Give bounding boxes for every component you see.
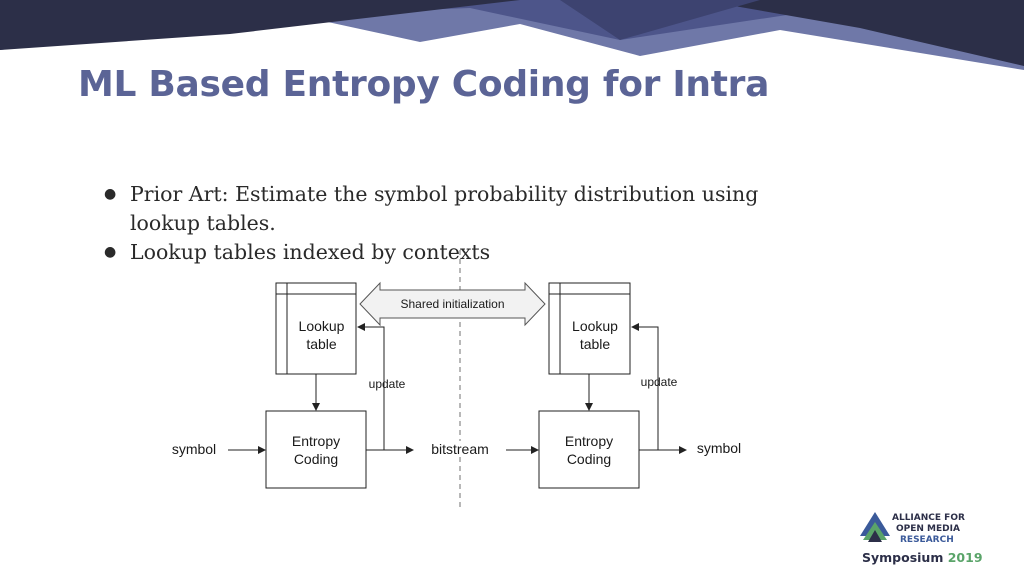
aomedia-research-logo: ALLIANCE FOR OPEN MEDIA RESEARCH Symposi… xyxy=(858,510,983,568)
logo-line4: Symposium 2019 xyxy=(862,550,983,565)
bullet-list: ● Prior Art: Estimate the symbol probabil… xyxy=(104,180,770,267)
right-lookup-label-line1: Lookup xyxy=(572,318,618,334)
bullet-dot-icon: ● xyxy=(104,186,117,202)
left-lookup-table xyxy=(275,282,357,375)
bullet-text: Lookup tables indexed by contexts xyxy=(130,240,491,264)
logo-line3: RESEARCH xyxy=(900,535,954,545)
slide-title: ML Based Entropy Coding for Intra xyxy=(78,64,770,105)
symbol-input-label: symbol xyxy=(171,441,217,457)
left-lookup-label-line1: Lookup xyxy=(298,318,345,334)
right-entropy-coding-box xyxy=(538,410,640,489)
left-update-loop-arrow xyxy=(357,323,385,450)
bullet-dot-icon: ● xyxy=(104,244,117,260)
left-entropy-coding-box xyxy=(265,410,367,489)
left-lookup-label-line2: table xyxy=(306,336,337,352)
right-update-loop-arrow xyxy=(631,323,659,450)
bitstream-label: bitstream xyxy=(420,441,500,457)
triangle-logo-icon xyxy=(860,512,890,542)
logo-symposium-text: Symposium xyxy=(862,550,944,565)
symbol-output-label: symbol xyxy=(696,440,742,456)
right-entropy-label-line1: Entropy xyxy=(564,433,614,449)
logo-line1: ALLIANCE FOR xyxy=(892,513,965,523)
right-lookup-label-line2: table xyxy=(579,336,611,352)
bullet-text: Prior Art: Estimate the symbol probabili… xyxy=(130,182,759,235)
logo-line2: OPEN MEDIA xyxy=(896,524,960,534)
left-entropy-label-line1: Entropy xyxy=(291,433,341,449)
bullet-item: ● Prior Art: Estimate the symbol probabil… xyxy=(104,180,770,238)
shared-initialization-label: Shared initialization xyxy=(400,297,505,311)
left-update-label: update xyxy=(368,377,406,391)
right-entropy-label-line2: Coding xyxy=(566,451,612,467)
right-update-label: update xyxy=(640,375,678,389)
left-entropy-label-line2: Coding xyxy=(293,451,339,467)
shared-initialization-arrow xyxy=(359,281,546,327)
bullet-item: ● Lookup tables indexed by contexts xyxy=(104,238,770,267)
header-banner xyxy=(0,0,1024,70)
logo-year-text: 2019 xyxy=(947,550,983,565)
